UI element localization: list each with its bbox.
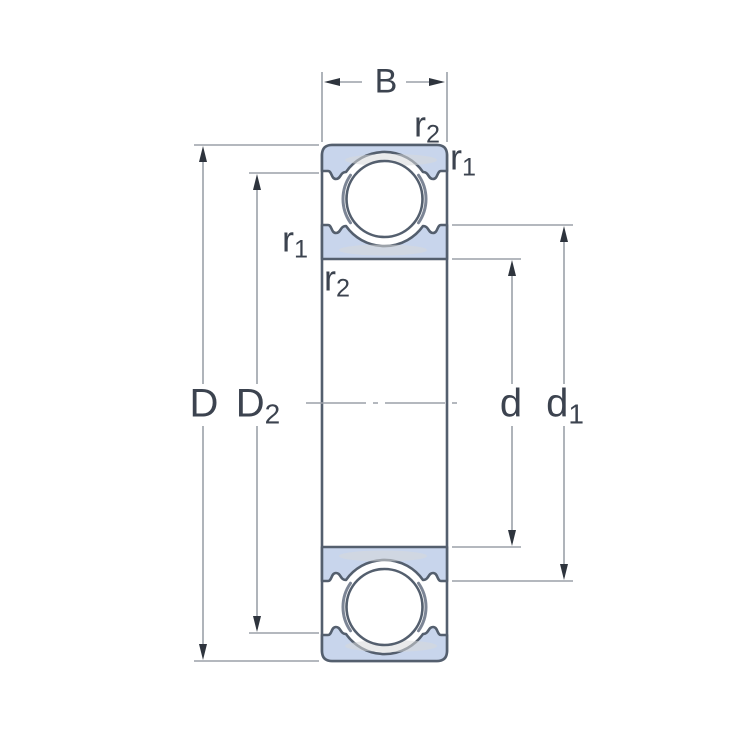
label-base: d bbox=[499, 381, 523, 426]
arrow-d-down bbox=[508, 530, 516, 546]
arrow-D-down bbox=[199, 644, 207, 660]
dim-label-d: d bbox=[500, 384, 522, 429]
arrow-D2-down bbox=[253, 616, 261, 632]
label-base: D bbox=[235, 381, 265, 426]
dimension-lines bbox=[202, 81, 565, 656]
label-base: B bbox=[374, 62, 398, 101]
label-base: d bbox=[546, 381, 569, 426]
fillet-label-r1-left: r1 bbox=[282, 221, 308, 263]
label-base: r bbox=[413, 103, 426, 145]
extension-lines bbox=[194, 72, 573, 662]
label-sub: 1 bbox=[568, 398, 584, 430]
arrow-D-up bbox=[199, 146, 207, 162]
arrow-d1-up bbox=[560, 226, 568, 242]
arrow-d1-down bbox=[560, 564, 568, 580]
bearing-top-half bbox=[320, 143, 449, 261]
fillet-label-r2-top: r2 bbox=[414, 106, 440, 148]
label-base: D bbox=[189, 381, 219, 426]
dim-label-d1: d1 bbox=[546, 384, 584, 429]
label-sub: 2 bbox=[425, 120, 441, 149]
label-base: r bbox=[281, 218, 294, 260]
bearing-bottom-half bbox=[320, 545, 449, 663]
arrow-B-left bbox=[324, 78, 340, 86]
dim-label-D2: D2 bbox=[236, 384, 280, 429]
arrow-D2-up bbox=[253, 174, 261, 190]
arrow-B-right bbox=[429, 78, 445, 86]
label-base: r bbox=[449, 136, 462, 178]
fillet-label-r2-left: r2 bbox=[324, 260, 350, 302]
dim-label-B: B bbox=[375, 65, 398, 104]
fillet-label-r1-top: r1 bbox=[450, 139, 476, 181]
label-sub: 2 bbox=[264, 398, 281, 430]
label-sub: 1 bbox=[293, 235, 309, 264]
label-sub: 2 bbox=[335, 274, 351, 303]
label-base: r bbox=[323, 257, 336, 299]
arrow-d-up bbox=[508, 260, 516, 276]
label-sub: 1 bbox=[461, 153, 477, 182]
dim-label-D: D bbox=[190, 384, 219, 429]
